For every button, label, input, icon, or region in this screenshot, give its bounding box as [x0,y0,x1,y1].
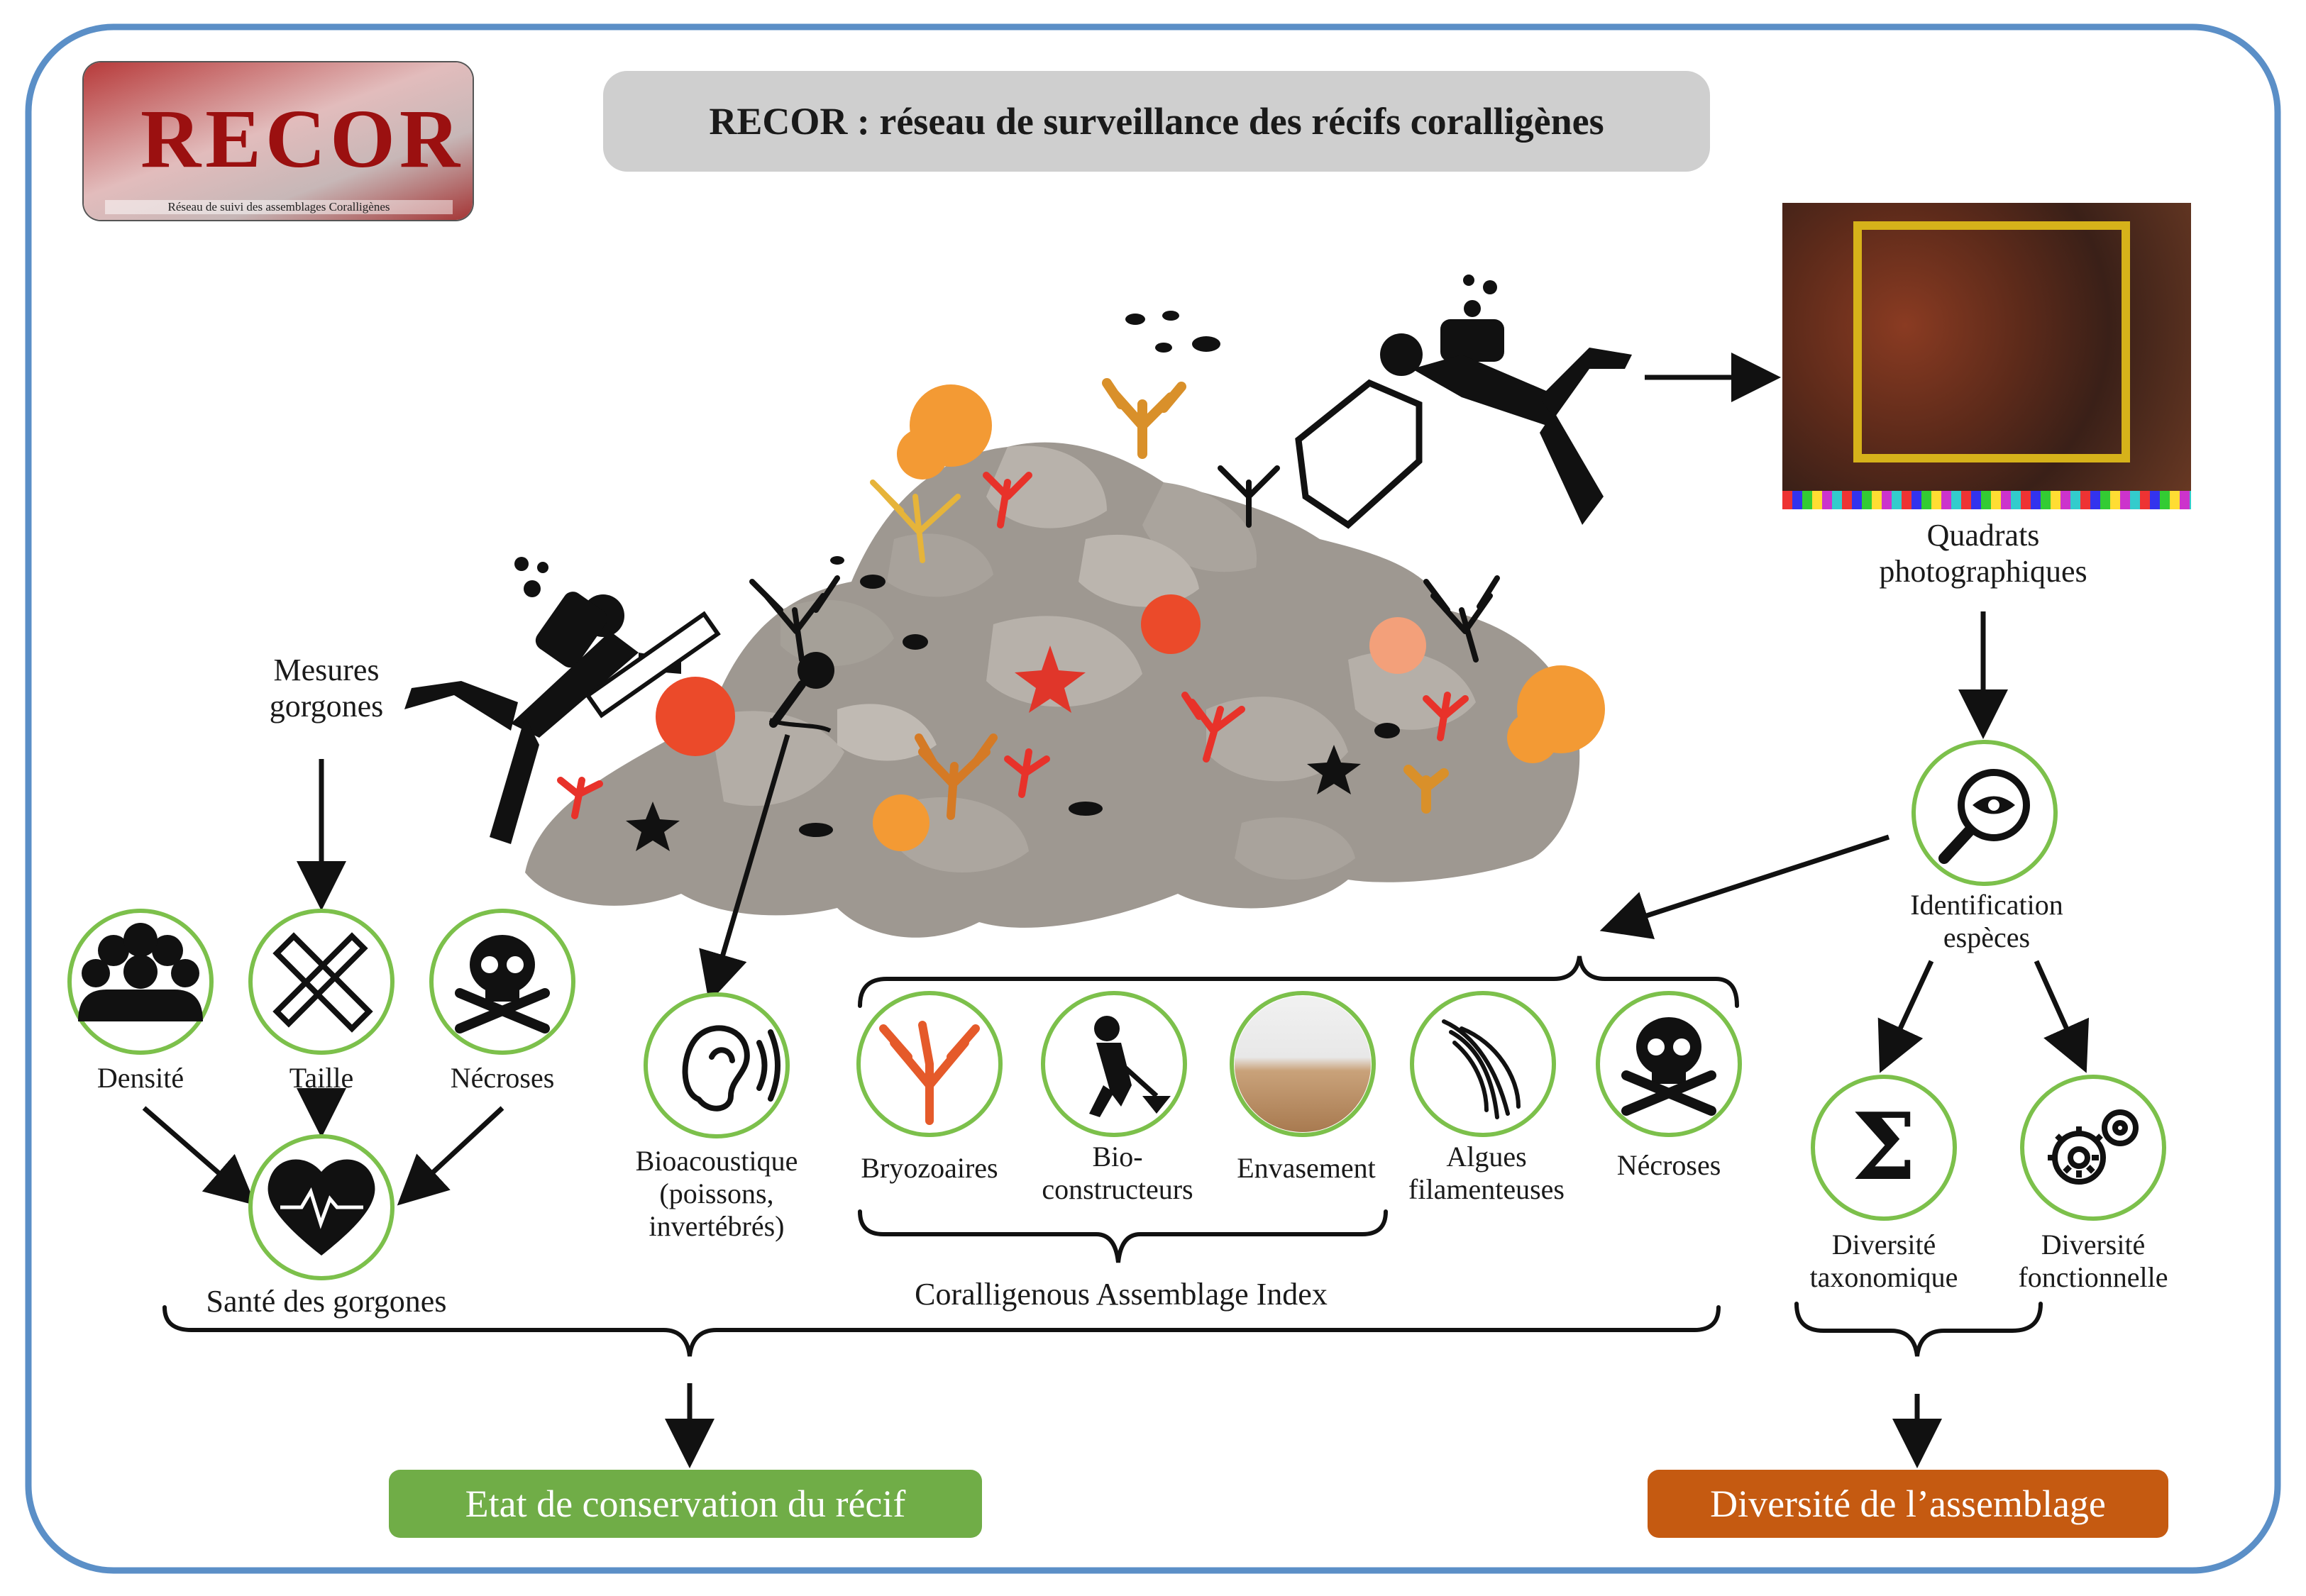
label-line: Bio- [1092,1141,1143,1173]
label-diversite-fonctionnelle: Diversité fonctionnelle [1994,1229,2192,1294]
logo-name: RECOR [140,92,465,185]
ear-icon [682,1025,780,1112]
magnifier-eye-icon [1938,769,2030,864]
diver-quadrat [1295,275,1632,529]
label-diversite-taxonomique: Diversité taxonomique [1788,1229,1980,1294]
label-envasement: Envasement [1237,1152,1376,1184]
heart-pulse-icon [267,1159,375,1256]
braces [162,955,2043,1357]
label-necroses-left: Nécroses [450,1062,555,1094]
label-identification: Identification espèces [1845,889,2129,954]
label-line: Algues [1446,1141,1527,1173]
skull-crossbones-icon [455,935,550,1033]
gears-icon [2048,1109,2139,1189]
sigma-icon: Σ [1851,1092,1916,1201]
label-line: invertébrés) [649,1210,785,1242]
label-densite: Densité [96,1062,184,1094]
sediment-icon [1235,996,1371,1132]
label-line: Diversité [2041,1229,2146,1260]
filamentous-algae-icon [1442,1019,1521,1119]
label-line: constructeurs [1042,1173,1193,1205]
label-line: Mesures [273,653,380,687]
label-line: Identification [1910,889,2063,921]
recor-logo: RECOR Réseau de suivi des assemblages Co… [84,62,473,220]
label-line: photographiques [1879,553,2087,589]
label-necroses-right: Nécroses [1616,1149,1721,1181]
ruler-pencil-icon [272,932,373,1033]
label-mesures-gorgones: Mesures gorgones [234,653,419,724]
outcome-etat-conservation: Etat de conservation du récif [389,1470,982,1538]
label-line: fonctionnelle [2018,1261,2168,1293]
label-bioacoustique: Bioacoustique (poissons, invertébrés) [617,1145,816,1243]
label-line: gorgones [269,688,384,724]
reef-illustration [525,311,1605,938]
label-line: espèces [1943,921,2031,953]
arrows [142,353,2090,1468]
label-bryozoaires: Bryozoaires [861,1152,998,1184]
construction-worker-icon [1089,1016,1171,1117]
hydrophone-icon [768,652,834,733]
label-line: filamenteuses [1408,1173,1565,1205]
label-algues: Algues filamenteuses [1384,1141,1589,1206]
label-line: Quadrats [1926,518,2040,553]
label-line: Bioacoustique [635,1145,798,1177]
label-quadrats: Quadrats photographiques [1824,518,2143,589]
photo-color-strip [1782,491,2191,509]
label-line: Diversité [1831,1229,1936,1260]
outer-frame [25,23,2281,1574]
logo-subtitle: Réseau de suivi des assemblages Corallig… [105,200,453,214]
page-title: RECOR : réseau de surveillance des récif… [603,71,1710,172]
label-sante: Santé des gorgones [206,1284,447,1319]
label-cai: Coralligenous Assemblage Index [915,1277,1328,1312]
bryozoan-coral-icon [879,1021,980,1125]
label-taille: Taille [289,1062,354,1094]
label-bioconstructeurs: Bio- constructeurs [1022,1141,1213,1206]
outcome-diversite-assemblage: Diversité de l’assemblage [1648,1470,2168,1538]
diver-measuring [404,557,721,844]
crowd-icon [78,923,203,1021]
quadrat-frame [1853,221,2130,462]
quadrat-photo [1782,203,2191,509]
label-line: (poissons, [659,1177,774,1209]
skull-crossbones-icon-2 [1621,1017,1716,1116]
label-line: taxonomique [1809,1261,1958,1293]
